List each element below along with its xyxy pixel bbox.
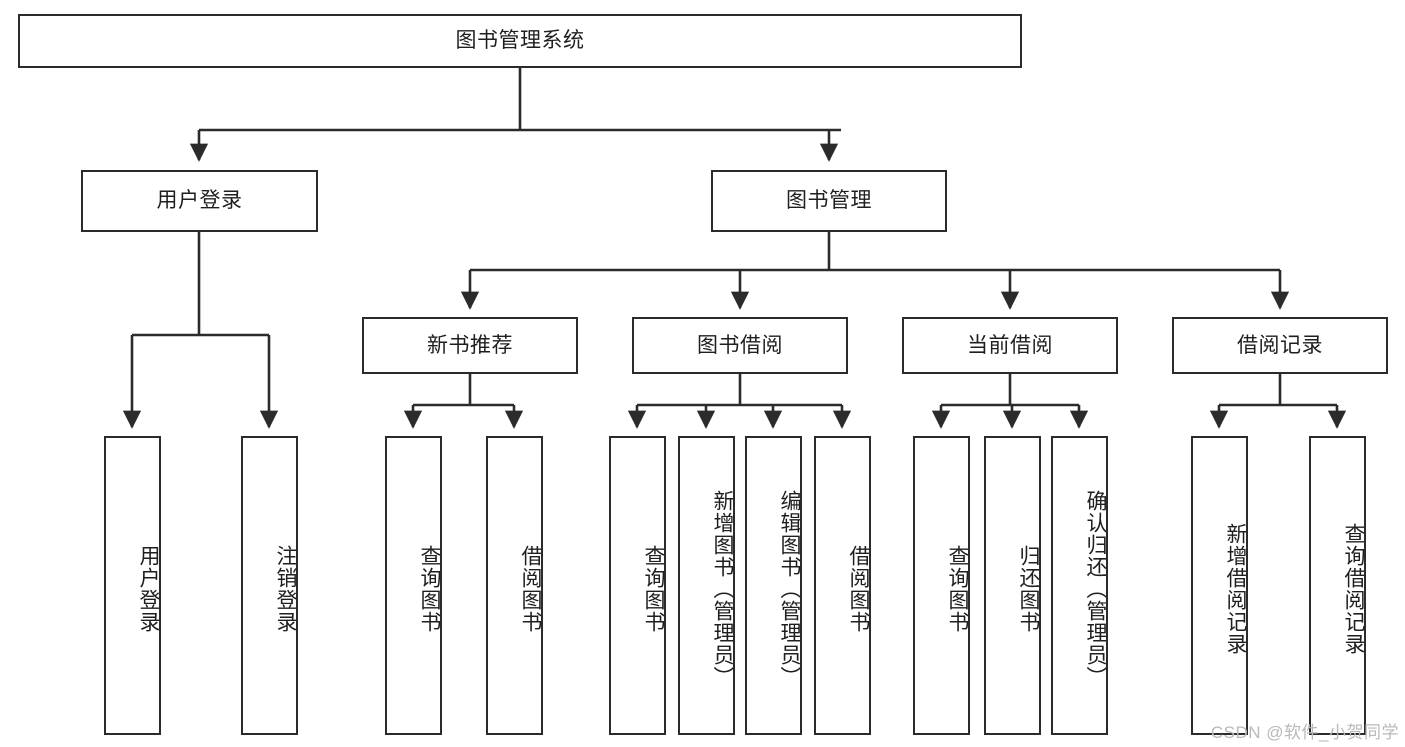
node-new-book-rec-label: 新书推荐 xyxy=(427,333,513,357)
node-book-borrow[interactable]: 图书借阅 xyxy=(632,317,848,374)
leaf-query-book-1-label: 查询图书 xyxy=(418,544,441,633)
node-book-manage[interactable]: 图书管理 xyxy=(711,170,947,232)
node-borrow-record-label: 借阅记录 xyxy=(1237,333,1323,357)
leaf-query-book-1[interactable]: 查询图书 xyxy=(385,436,442,735)
leaf-query-book-2[interactable]: 查询图书 xyxy=(609,436,666,735)
leaf-edit-book-label: 编辑图书（管理员） xyxy=(778,489,801,688)
leaf-add-book[interactable]: 新增图书（管理员） xyxy=(678,436,735,735)
leaf-borrow-book-2[interactable]: 借阅图书 xyxy=(814,436,871,735)
leaf-borrow-book-1[interactable]: 借阅图书 xyxy=(486,436,543,735)
node-current-borrow-label: 当前借阅 xyxy=(967,333,1053,357)
node-current-borrow[interactable]: 当前借阅 xyxy=(902,317,1118,374)
leaf-confirm-return-label: 确认归还（管理员） xyxy=(1084,489,1107,688)
leaf-borrow-book-2-label: 借阅图书 xyxy=(847,544,870,633)
leaf-query-book-2-label: 查询图书 xyxy=(642,544,665,633)
node-root-label: 图书管理系统 xyxy=(455,29,585,53)
node-book-manage-label: 图书管理 xyxy=(786,189,872,213)
leaf-borrow-book-1-label: 借阅图书 xyxy=(519,544,542,633)
leaf-confirm-return[interactable]: 确认归还（管理员） xyxy=(1051,436,1108,735)
leaf-edit-book[interactable]: 编辑图书（管理员） xyxy=(745,436,802,735)
node-user-login[interactable]: 用户登录 xyxy=(81,170,318,232)
leaf-query-record[interactable]: 查询借阅记录 xyxy=(1309,436,1366,735)
node-user-login-label: 用户登录 xyxy=(156,189,243,213)
leaf-add-record[interactable]: 新增借阅记录 xyxy=(1191,436,1248,735)
leaf-add-record-label: 新增借阅记录 xyxy=(1224,522,1247,655)
watermark: CSDN @软件_小贺同学 xyxy=(1210,723,1399,742)
leaf-query-record-label: 查询借阅记录 xyxy=(1342,522,1365,655)
leaf-return-book-label: 归还图书 xyxy=(1017,544,1040,633)
leaf-user-login[interactable]: 用户登录 xyxy=(104,436,161,735)
leaf-user-login-label: 用户登录 xyxy=(137,544,160,633)
leaf-user-logout[interactable]: 注销登录 xyxy=(241,436,298,735)
leaf-user-logout-label: 注销登录 xyxy=(274,544,297,633)
leaf-add-book-label: 新增图书（管理员） xyxy=(711,489,734,688)
node-new-book-rec[interactable]: 新书推荐 xyxy=(362,317,578,374)
node-root[interactable]: 图书管理系统 xyxy=(18,14,1022,68)
leaf-return-book[interactable]: 归还图书 xyxy=(984,436,1041,735)
leaf-query-book-3-label: 查询图书 xyxy=(946,544,969,633)
leaf-query-book-3[interactable]: 查询图书 xyxy=(913,436,970,735)
node-borrow-record[interactable]: 借阅记录 xyxy=(1172,317,1388,374)
node-book-borrow-label: 图书借阅 xyxy=(697,333,783,357)
